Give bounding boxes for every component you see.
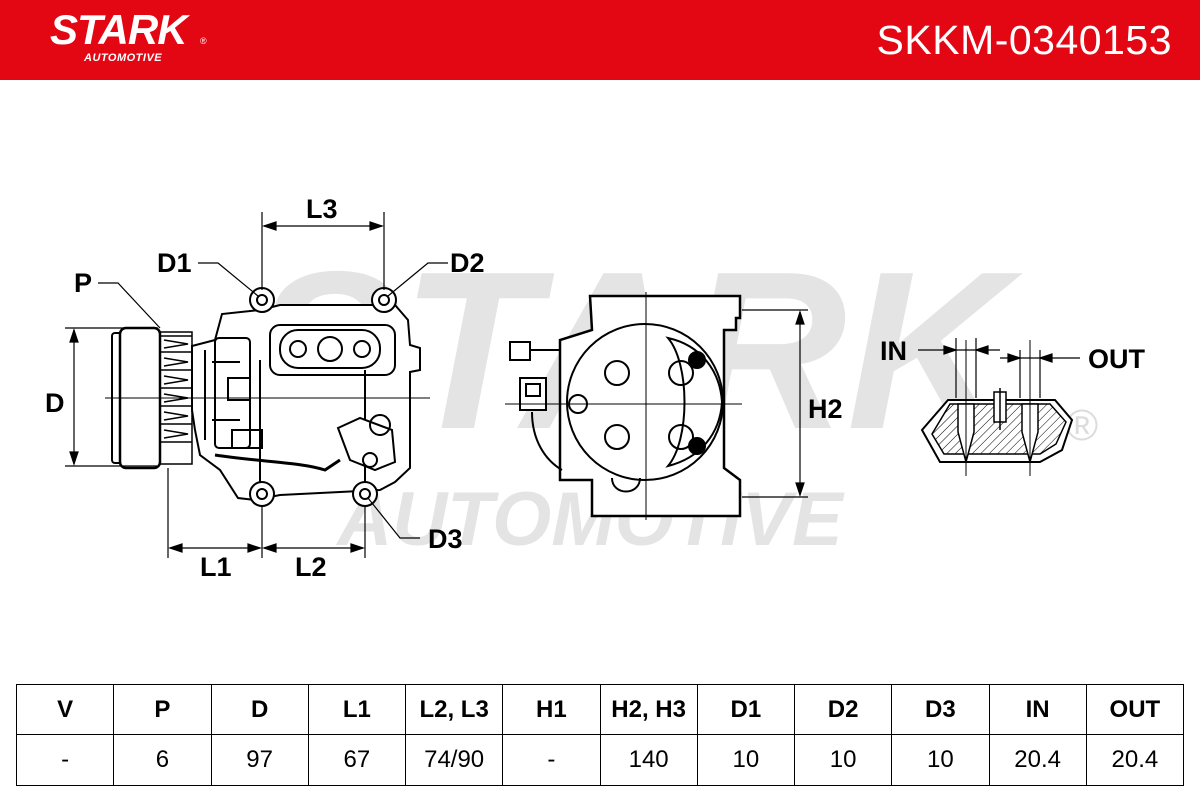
in-out-dimensions bbox=[918, 338, 1080, 398]
stark-logo: STARK AUTOMOTIVE ® bbox=[50, 6, 207, 65]
spec-header-in: IN bbox=[988, 684, 1087, 735]
label-out: OUT bbox=[1088, 344, 1146, 374]
spec-value-out: 20.4 bbox=[1085, 734, 1185, 786]
h2-dimension bbox=[742, 309, 808, 498]
spec-value-row: - 6 97 67 74/90 - 140 10 10 10 20.4 20.4 bbox=[15, 734, 1185, 786]
spec-header-out: OUT bbox=[1085, 684, 1185, 735]
label-in: IN bbox=[880, 336, 907, 366]
spec-value-h2-h3: 140 bbox=[599, 734, 698, 786]
compressor-rear-view bbox=[505, 292, 742, 520]
part-number: SKKM-0340153 bbox=[876, 17, 1172, 63]
spec-value-in: 20.4 bbox=[988, 734, 1087, 786]
label-l1: L1 bbox=[200, 552, 232, 582]
switch-connector bbox=[336, 416, 397, 472]
spec-header-d2: D2 bbox=[793, 684, 893, 735]
spec-value-d: 97 bbox=[210, 734, 309, 786]
compressor-body bbox=[191, 304, 421, 502]
label-l3: L3 bbox=[306, 194, 338, 224]
technical-diagram: STARK AUTOMOTIVE ® bbox=[45, 194, 1146, 582]
label-d3: D3 bbox=[428, 524, 463, 554]
logo-sub: AUTOMOTIVE bbox=[84, 52, 163, 64]
spec-value-d1: 10 bbox=[696, 734, 796, 786]
port-block bbox=[279, 329, 381, 369]
spec-header-l2-l3: L2, L3 bbox=[404, 684, 504, 735]
port-detail bbox=[920, 340, 1074, 476]
label-h2: H2 bbox=[808, 394, 843, 424]
rear-connector bbox=[519, 377, 547, 411]
logo-registered: ® bbox=[200, 36, 207, 46]
spec-header-l1: L1 bbox=[307, 684, 407, 735]
spec-value-l2-l3: 74/90 bbox=[404, 734, 504, 786]
side-dimensions bbox=[65, 212, 448, 558]
spec-header-v: V bbox=[15, 684, 115, 735]
spec-value-l1: 67 bbox=[307, 734, 407, 786]
spec-header-d1: D1 bbox=[696, 684, 796, 735]
spec-header-row: V P D L1 L2, L3 H1 H2, H3 D1 D2 D3 IN OU… bbox=[15, 684, 1185, 735]
spec-header-h2-h3: H2, H3 bbox=[599, 684, 698, 735]
watermark-sub: AUTOMOTIVE bbox=[335, 477, 845, 562]
logo-name: STARK bbox=[50, 6, 188, 53]
spec-value-d2: 10 bbox=[793, 734, 893, 786]
compressor-side-view bbox=[105, 287, 430, 507]
spec-value-d3: 10 bbox=[891, 734, 990, 786]
spec-header-d: D bbox=[210, 684, 309, 735]
label-d2: D2 bbox=[450, 248, 485, 278]
mount-hole-d3 bbox=[352, 481, 378, 507]
spec-header-p: P bbox=[113, 684, 212, 735]
spec-value-h1: - bbox=[502, 734, 601, 786]
label-d: D bbox=[45, 388, 65, 418]
spec-table: V P D L1 L2, L3 H1 H2, H3 D1 D2 D3 IN OU… bbox=[15, 684, 1185, 786]
spec-header-d3: D3 bbox=[891, 684, 990, 735]
header-bar: STARK AUTOMOTIVE ® SKKM-0340153 bbox=[0, 0, 1200, 80]
spec-value-v: - bbox=[15, 734, 115, 786]
label-d1: D1 bbox=[157, 248, 192, 278]
label-p: P bbox=[74, 268, 92, 298]
spec-header-h1: H1 bbox=[502, 684, 601, 735]
spec-value-p: 6 bbox=[113, 734, 212, 786]
mount-hole-d3a bbox=[249, 481, 275, 507]
label-l2: L2 bbox=[295, 552, 327, 582]
